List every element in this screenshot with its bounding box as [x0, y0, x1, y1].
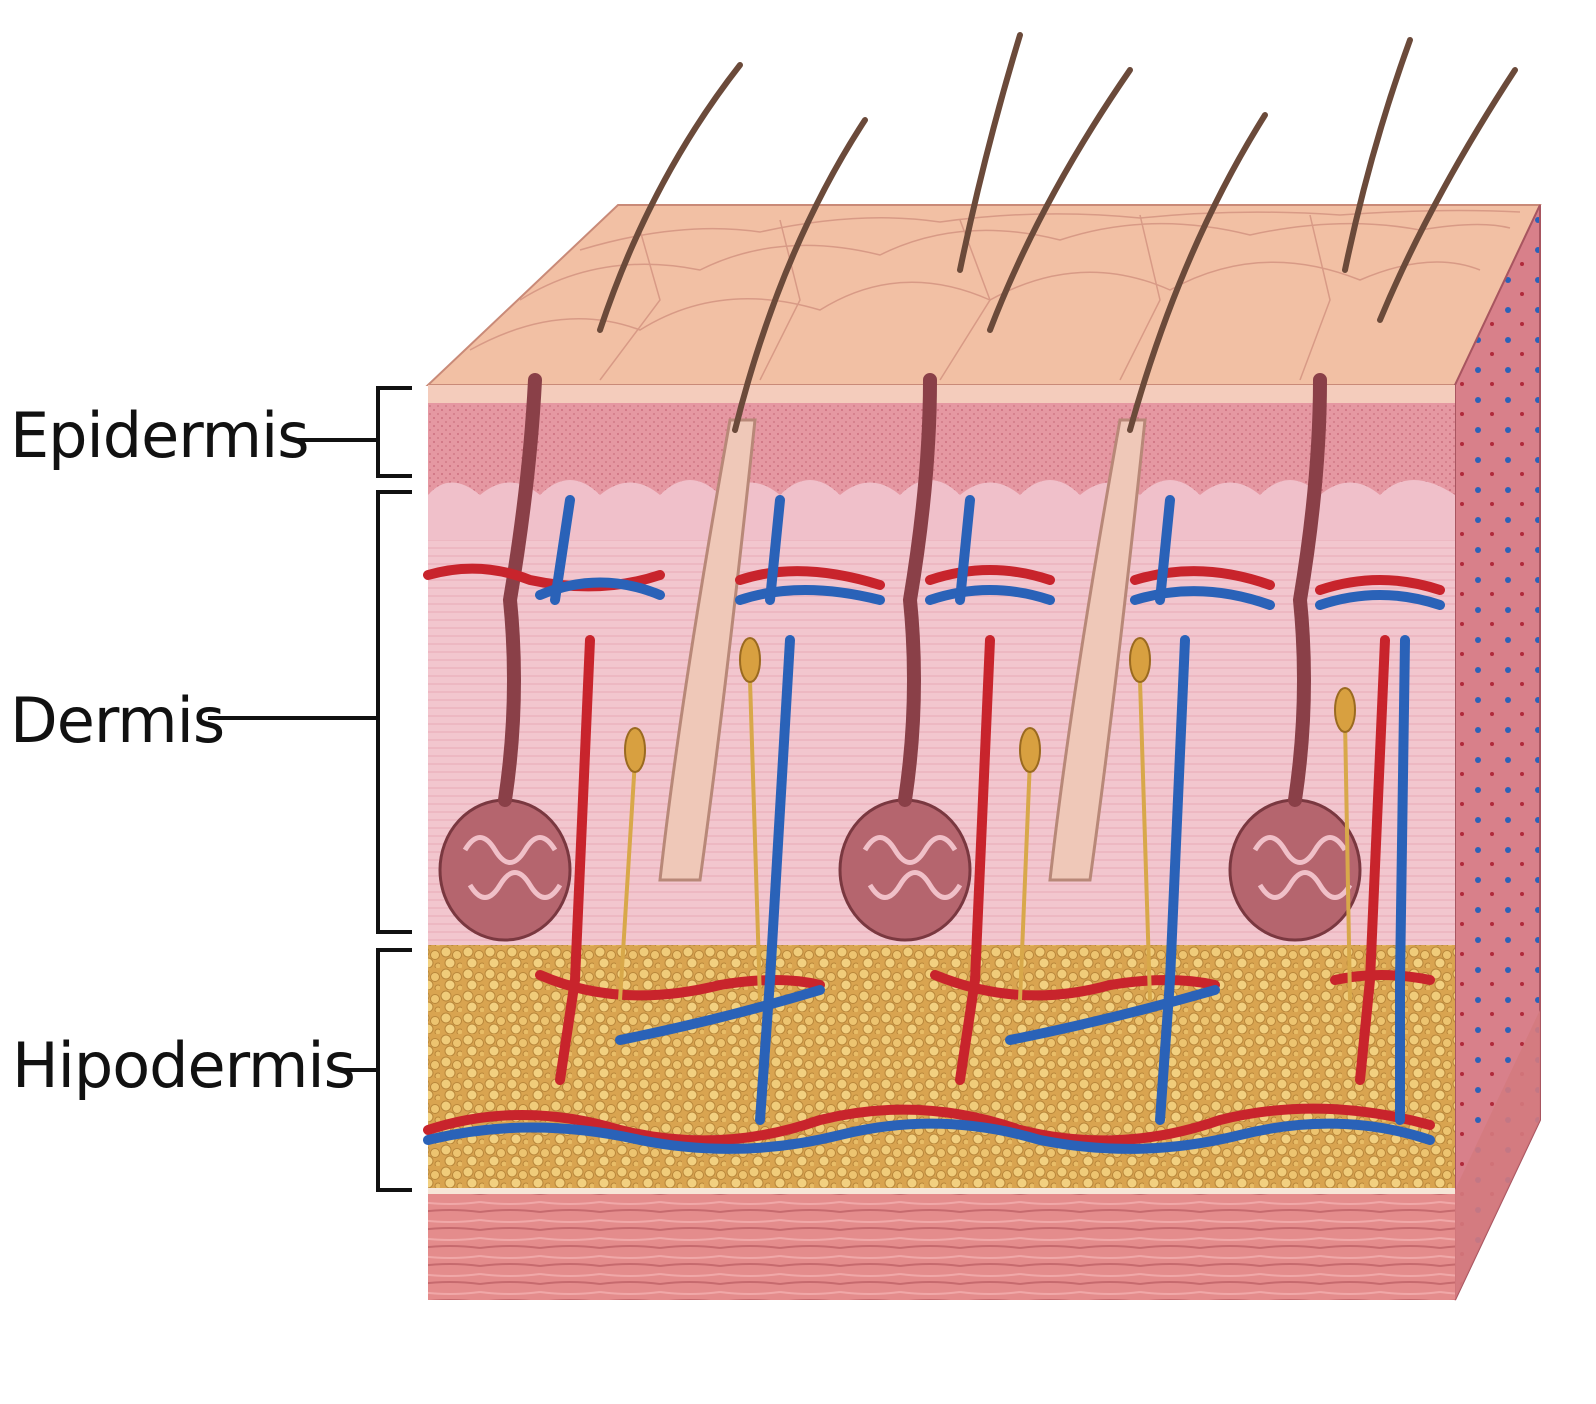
sweat-gland-coils	[462, 835, 1353, 900]
hypodermis-bracket	[376, 948, 412, 1192]
hypodermis-layer	[428, 945, 1455, 1190]
epidermis-bracket	[376, 386, 412, 478]
hair-follicle	[1048, 418, 1147, 882]
hair-shaft	[1127, 112, 1268, 433]
layer-brackets	[208, 386, 412, 1192]
stratum-corneum	[428, 385, 1455, 403]
hair-shaft	[957, 32, 1023, 273]
hair-shaft	[1342, 37, 1413, 273]
hair-follicles	[658, 418, 1147, 882]
pacinian-corpuscles	[624, 637, 1356, 773]
dermis-bracket	[376, 490, 412, 934]
dermal-papillae	[428, 480, 1455, 540]
sweat-glands	[438, 798, 1362, 942]
hypodermis-label: Hipodermis	[12, 1029, 356, 1102]
skin-surface	[425, 204, 1542, 386]
hair-shaft	[987, 67, 1133, 333]
hair-shafts	[597, 32, 1518, 433]
nerves	[618, 679, 1352, 1001]
sweat-gland	[438, 798, 572, 942]
epidermis-label: Epidermis	[10, 399, 310, 472]
veins	[423, 495, 1445, 1154]
surface-texture	[469, 209, 1521, 381]
sweat-ducts	[498, 373, 1327, 807]
epidermis-layer	[428, 385, 1455, 495]
hair-shaft	[597, 62, 743, 333]
sweat-gland	[838, 798, 972, 942]
muscle-layer	[428, 1194, 1455, 1300]
side-muscle	[1455, 1010, 1540, 1300]
sweat-gland	[1228, 798, 1362, 942]
dermis-label: Dermis	[10, 684, 225, 757]
hair-shaft	[1377, 67, 1518, 323]
hair-shaft	[732, 117, 868, 433]
hair-follicle	[658, 418, 757, 882]
fascia-line	[428, 1188, 1455, 1194]
